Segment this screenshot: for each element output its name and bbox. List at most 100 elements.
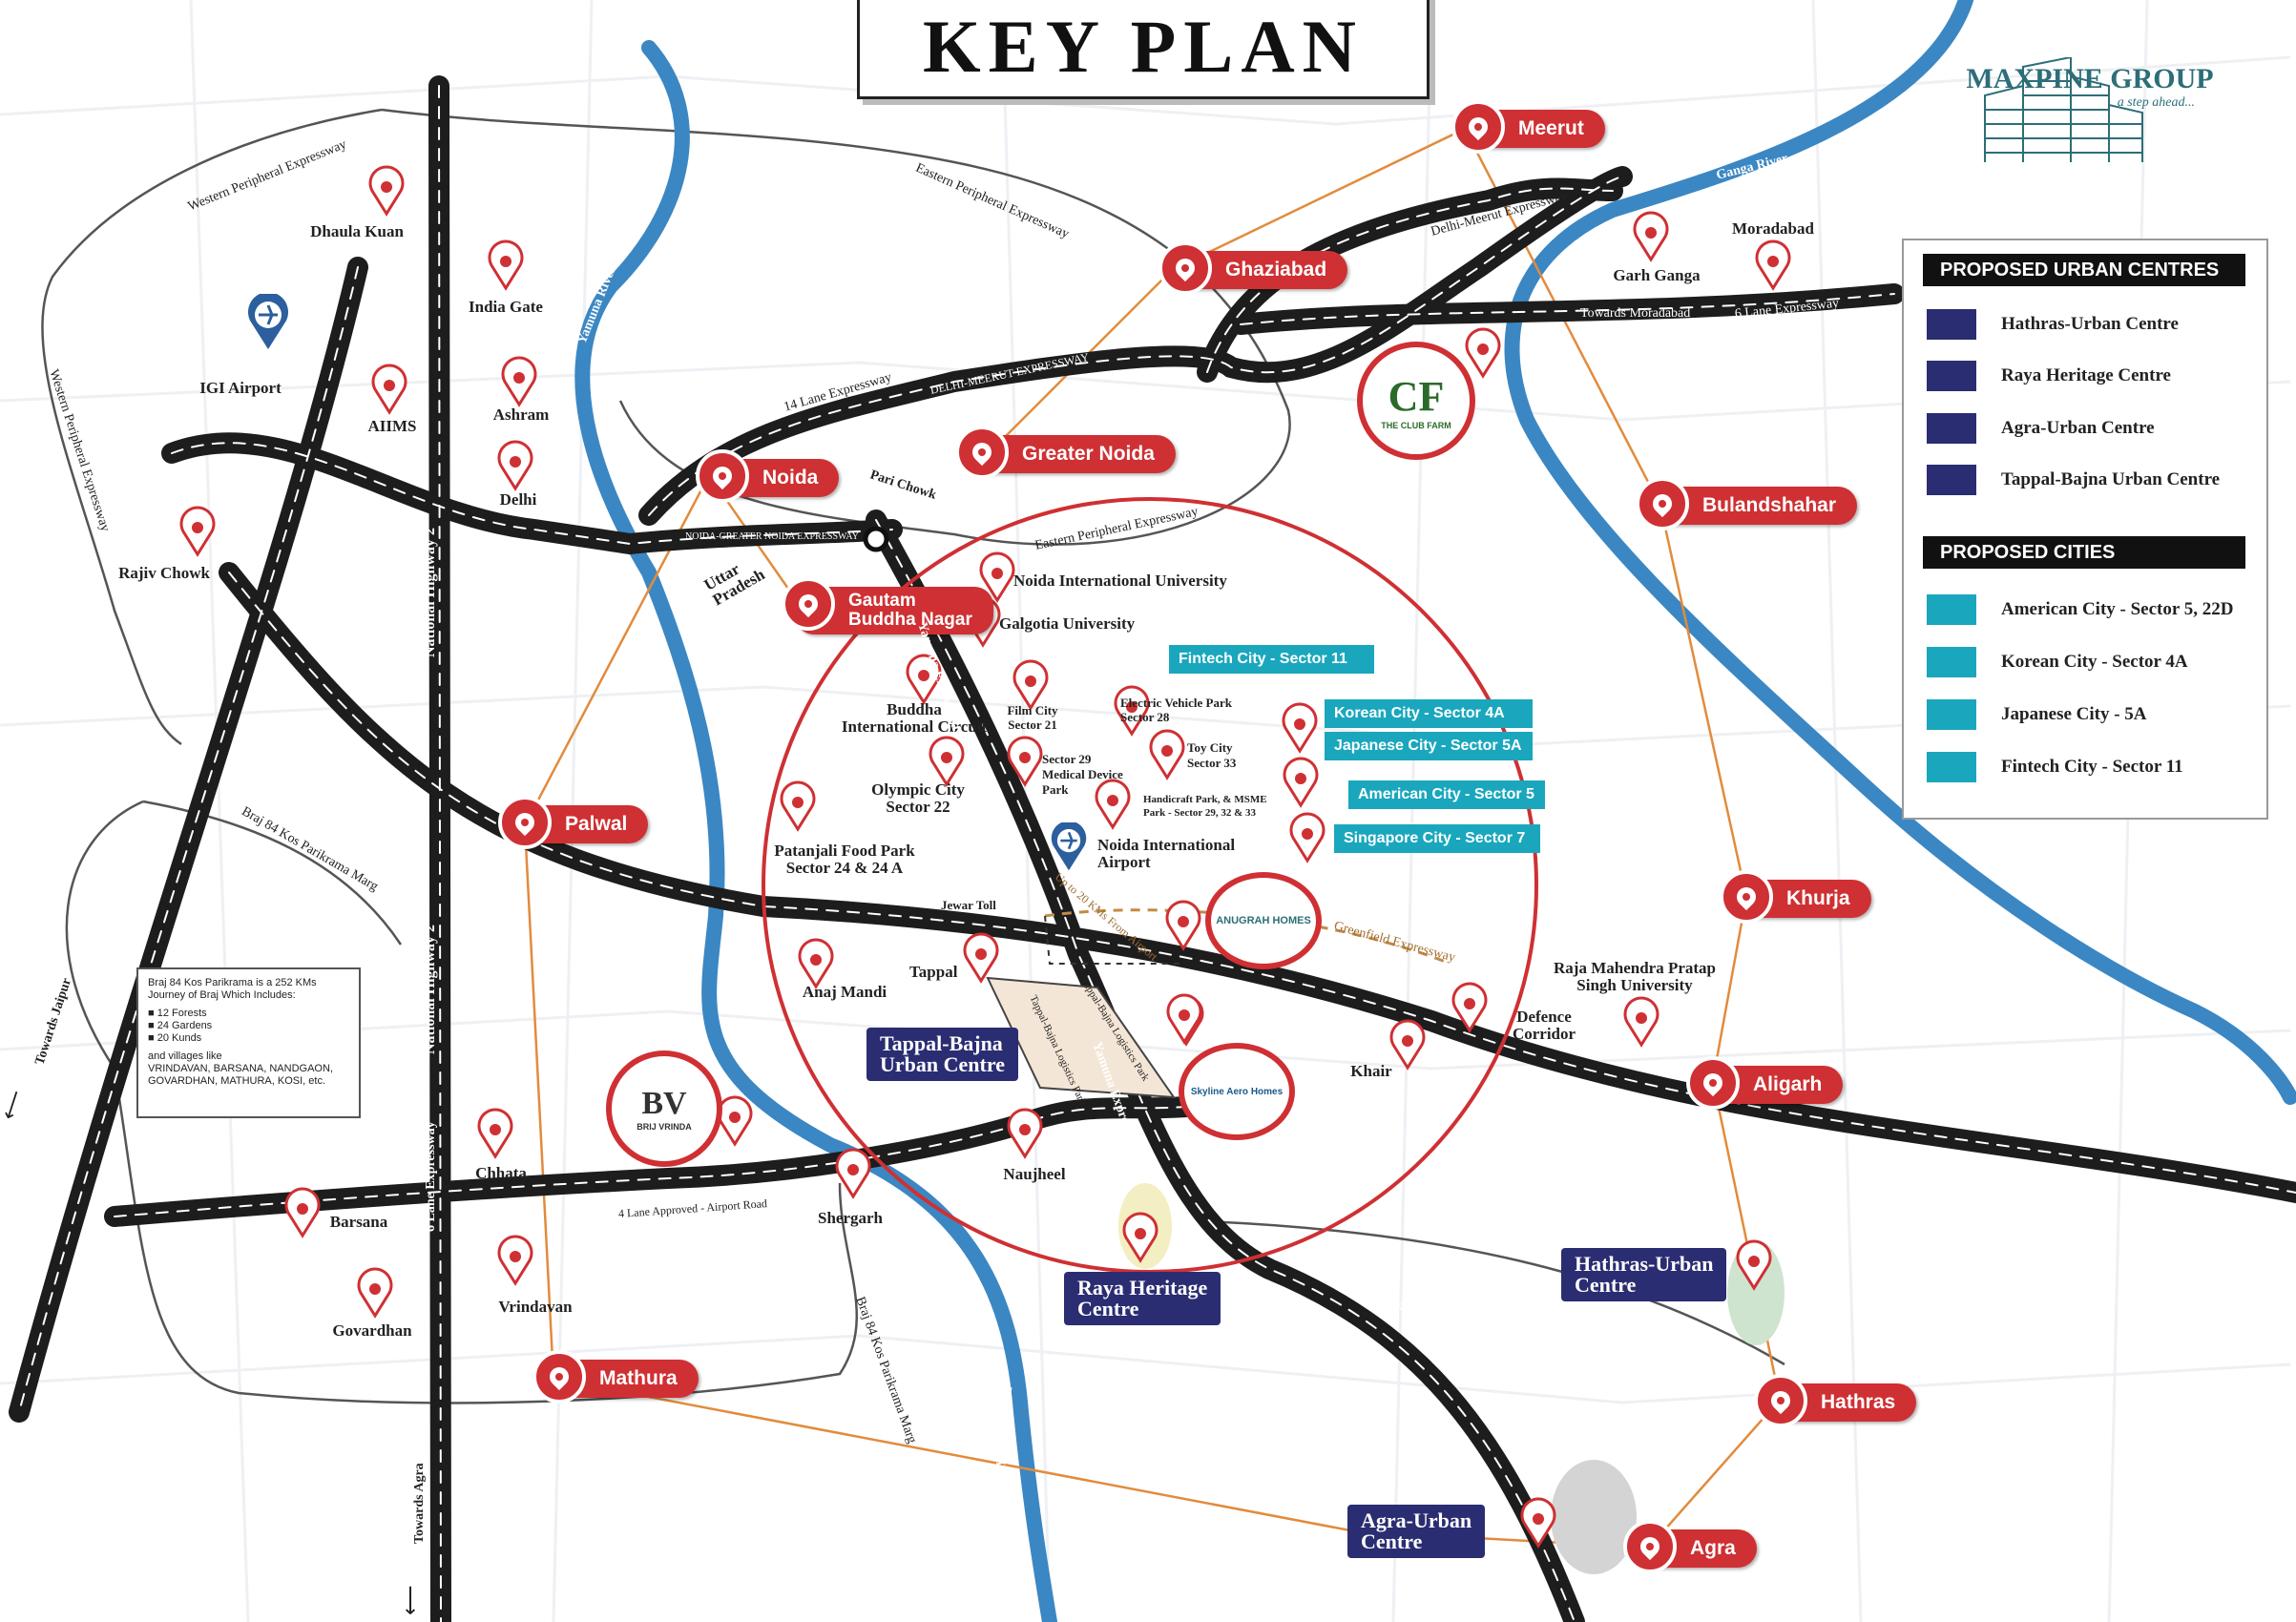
place-rajiv-chowk: Rajiv Chowk [118,564,210,582]
location-pin-icon [780,780,816,832]
place-moradabad: Moradabad [1732,219,1814,238]
city-greater-noida[interactable]: Greater Noida [955,426,1176,479]
location-pin-icon [1633,211,1669,262]
location-pin-icon [1720,870,1773,924]
location-pin-icon [532,1350,586,1404]
legend-urban-heading: PROPOSED URBAN CENTRES [1923,254,2245,286]
location-pin-icon [1754,1374,1807,1427]
legend-urban-item: Hathras-Urban Centre [1927,308,2179,341]
location-pin-icon [835,1148,871,1199]
city-palwal[interactable]: Palwal [498,796,649,849]
proposed-singapore-city[interactable]: Singapore City - Sector 7 [1334,824,1540,853]
location-pin-icon [284,1187,321,1238]
label-towards-agra: Towards Agra [412,1463,427,1544]
legend-urban-item: Tappal-Bajna Urban Centre [1927,464,2220,496]
location-pin-icon [1623,1520,1677,1573]
arrow-towards-agra-icon: ⟵ [398,1585,422,1615]
location-pin-icon [477,1108,513,1159]
city-hathras[interactable]: Hathras [1754,1374,1917,1427]
location-pin-icon [963,932,999,984]
eastern-peripheral-road [381,108,1291,546]
location-pin-icon [1149,729,1185,780]
noida-airport-icon [1050,822,1088,872]
place-igi-airport: IGI Airport [199,379,282,397]
city-meerut[interactable]: Meerut [1451,100,1605,154]
place-ashram: Ashram [492,406,550,424]
location-pin-icon [1282,702,1318,754]
agra-area [1551,1460,1637,1574]
location-pin-icon [1623,996,1659,1048]
location-pin-icon [798,938,834,989]
city-noida[interactable]: Noida [696,449,840,503]
location-pin-icon [696,449,749,503]
legend-swatch [1927,594,1976,625]
place-galgotia-university: Galgotia University [999,614,1136,633]
place-noida-international-university: Noida International University [1013,572,1227,590]
place-vrindavan: Vrindavan [498,1298,573,1316]
place-garh-ganga: Garh Ganga [1613,266,1701,284]
place-tappal: Tappal [909,963,958,981]
location-pin-icon [1736,1239,1772,1291]
brand-logo: MAXPINE GROUP a step ahead... [1966,57,2214,162]
place-jewar-toll: Jewar Toll [941,898,996,912]
location-pin-icon [929,736,965,787]
city-ghaziabad[interactable]: Ghaziabad [1158,241,1348,295]
location-pin-icon [1465,327,1501,379]
braj-vrinda-logo: BV BRIJ VRINDA [606,1050,722,1167]
location-pin-icon [1283,757,1319,808]
city-agra[interactable]: Agra [1623,1520,1757,1573]
proposed-american-city[interactable]: American City - Sector 5 [1348,780,1545,809]
place-govardhan: Govardhan [332,1321,412,1340]
location-pin-icon [717,1095,753,1147]
legend-panel: PROPOSED URBAN CENTRES Hathras-Urban Cen… [1902,239,2268,820]
pari-chowk-junction [863,526,889,552]
location-pin-icon [498,796,552,849]
location-pin-icon [357,1267,393,1319]
location-pin-icon [1095,779,1131,830]
location-pin-icon [1755,239,1791,291]
igi-airport-icon [246,294,290,351]
place-india-gate: India Gate [469,298,543,316]
location-pin-icon [782,577,835,631]
legend-swatch [1927,465,1976,495]
city-bulandshahar[interactable]: Bulandshahar [1636,477,1858,530]
city-mathura[interactable]: Mathura [532,1350,699,1404]
proposed-japanese-city[interactable]: Japanese City - Sector 5A [1325,732,1533,760]
label-6-lane-bottom: 6 Lane Expressway [424,1121,438,1232]
skyline-aero-homes-logo: Skyline Aero Homes [1179,1043,1295,1140]
place-naujheel: Naujheel [1003,1165,1066,1183]
legend-city-item: Korean City - Sector 4A [1927,646,2188,678]
page-title: KEY PLAN [923,5,1364,88]
location-pin-icon [1636,477,1689,530]
location-pin-icon [1158,241,1212,295]
city-aligarh[interactable]: Aligarh [1686,1056,1844,1110]
place-khair: Khair [1350,1062,1392,1080]
location-pin-icon [497,1235,533,1286]
brand-tagline: a step ahead... [2117,95,2195,110]
place-delhi: Delhi [499,490,537,509]
western-peripheral-road [41,108,383,746]
place-aiims: AIIMS [367,417,417,435]
proposed-korean-city[interactable]: Korean City - Sector 4A [1325,699,1533,728]
city-khurja[interactable]: Khurja [1720,870,1871,924]
location-pin-icon [906,654,942,705]
label-noida-greater-noida-expressway: NOIDA-GREATER NOIDA EXPRESSWAY [685,531,859,542]
legend-swatch [1927,309,1976,340]
location-pin-icon [1451,982,1488,1033]
location-pin-icon [488,239,524,291]
proposed-fintech-city[interactable]: Fintech City - Sector 11 [1169,645,1374,674]
place-anaj-mandi: Anaj Mandi [802,983,887,1001]
expressways [9,75,2296,1622]
